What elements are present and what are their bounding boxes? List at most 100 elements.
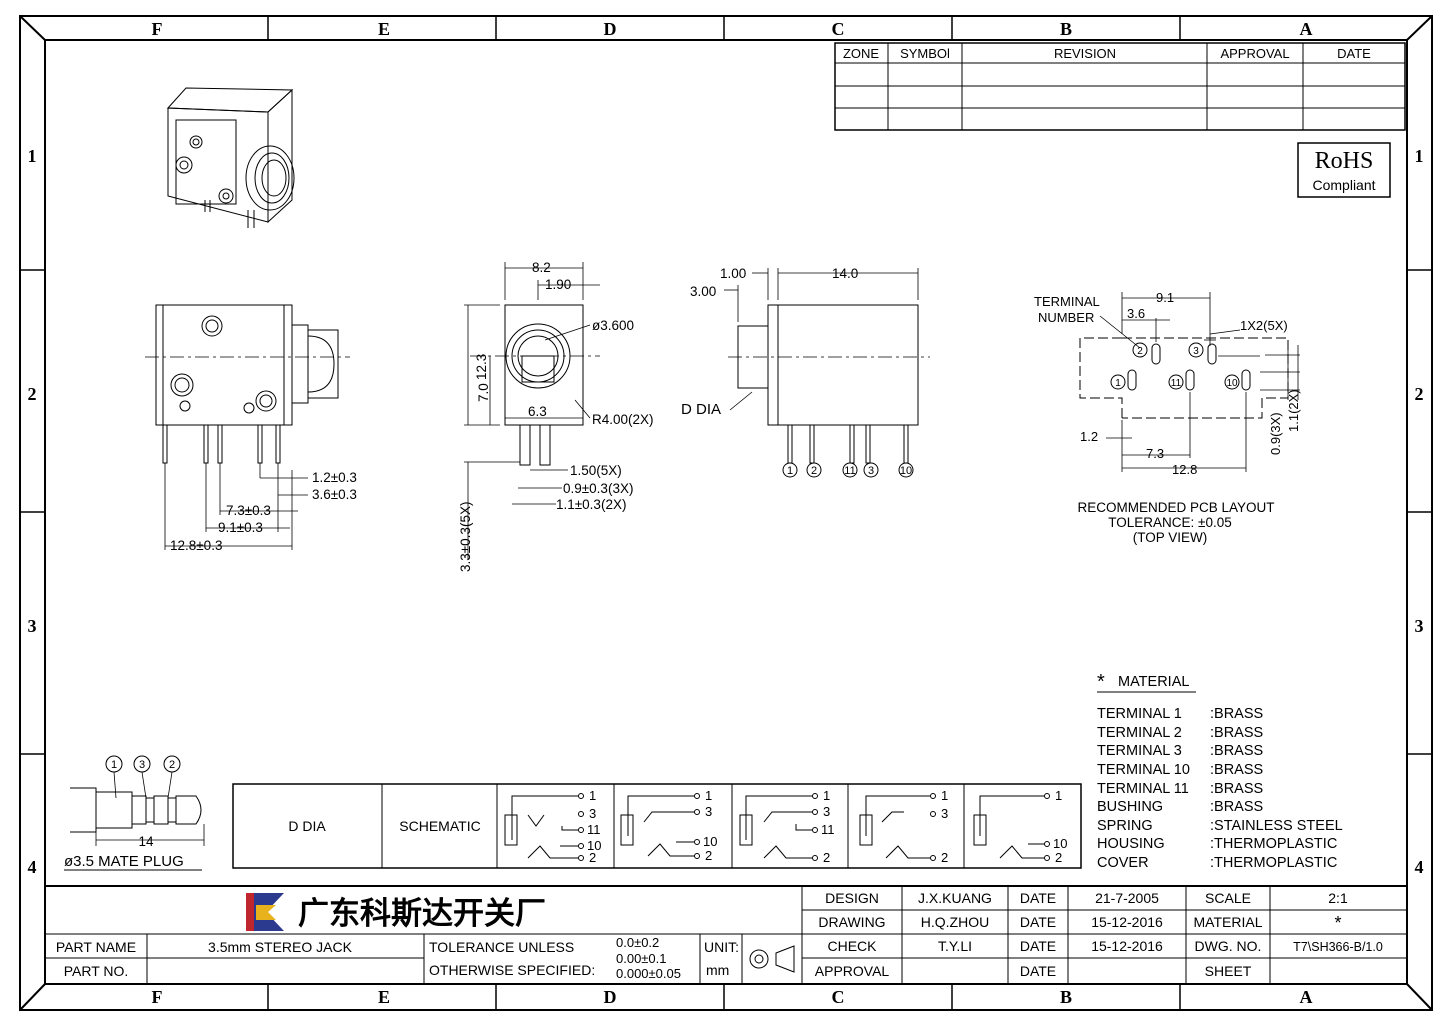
pcb-dim-1-2: 1.2 xyxy=(1080,429,1098,444)
side-pin-1: 1 xyxy=(787,465,793,477)
tb-part-name-label: PART NAME xyxy=(56,939,136,955)
side-view: 1.00 3.00 14.0 D DIA 1 2 11 3 10 xyxy=(681,266,930,478)
sch4-pin-1: 1 xyxy=(941,788,948,803)
company-name: 广东科斯达开关厂 xyxy=(298,896,546,932)
side-d-dia: D DIA xyxy=(681,401,721,418)
sch5-pin-2: 2 xyxy=(1055,850,1062,865)
col-label-top-e: E xyxy=(378,19,390,39)
front-dim-4: 9.1±0.3 xyxy=(218,520,263,535)
schematic-d-dia: D DIA xyxy=(288,818,326,834)
rohs-compliant: Compliant xyxy=(1312,177,1375,193)
sch1-pin-10: 10 xyxy=(587,838,601,853)
material-part-5: TERMINAL 11 xyxy=(1097,781,1189,797)
row-label-left-1: 1 xyxy=(28,146,37,166)
sch1-pin-2: 2 xyxy=(589,850,596,865)
col-label-top-b: B xyxy=(1060,19,1072,39)
face-dim-pin-len: 3.3±0.3(5X) xyxy=(458,502,473,572)
face-dim-height: 12.3 xyxy=(474,354,489,380)
material-value-7: :STAINLESS STEEL xyxy=(1210,818,1343,834)
sch4-pin-2: 2 xyxy=(941,850,948,865)
revision-table: ZONE SYMBOl REVISION APPROVAL DATE xyxy=(834,42,1406,131)
tb-tol-2: OTHERWISE SPECIFIED: xyxy=(429,962,595,978)
col-label-bottom-f: F xyxy=(152,987,163,1007)
plug-length: 14 xyxy=(138,834,154,849)
pcb-dim-slot: 1X2(5X) xyxy=(1240,318,1288,333)
material-list: * MATERIAL TERMINAL 1 :BRASS TERMINAL 2 … xyxy=(1097,671,1343,871)
tb-tol-v2: 0.00±0.1 xyxy=(616,951,667,966)
pcb-pad-11: 11 xyxy=(1171,378,1182,389)
material-value-2: :BRASS xyxy=(1210,725,1263,741)
sch5-pin-10: 10 xyxy=(1053,836,1067,851)
col-label-bottom-d: D xyxy=(604,987,617,1007)
col-label-top-f: F xyxy=(152,19,163,39)
sch2-pin-3: 3 xyxy=(705,804,712,819)
front-dim-1: 1.2±0.3 xyxy=(312,470,357,485)
side-pin-2: 2 xyxy=(811,465,817,477)
tb-design-value: J.X.KUANG xyxy=(918,890,992,906)
row-label-right-4: 4 xyxy=(1415,857,1424,877)
side-pin-10: 10 xyxy=(900,465,912,477)
pcb-number-label: NUMBER xyxy=(1038,310,1094,325)
tb-unit-value: mm xyxy=(706,962,729,978)
sch2-pin-2: 2 xyxy=(705,848,712,863)
tb-part-name-value: 3.5mm STEREO JACK xyxy=(208,939,353,955)
tb-dwg-label: DWG. NO. xyxy=(1195,938,1262,954)
material-value-6: :BRASS xyxy=(1210,799,1263,815)
material-value-3: :BRASS xyxy=(1210,743,1263,759)
face-dim-center: 7.0 xyxy=(476,383,491,402)
tb-drawing-label: DRAWING xyxy=(818,914,885,930)
material-part-2: TERMINAL 2 xyxy=(1097,725,1182,741)
face-dim-pin-t: 0.9±0.3(3X) xyxy=(563,481,633,496)
company-logo xyxy=(246,893,284,931)
side-pin-11: 11 xyxy=(844,465,855,477)
face-dim-width: 8.2 xyxy=(532,260,551,275)
pcb-pad-1: 1 xyxy=(1115,378,1121,389)
drawing-frame: F E D C B A F E D C B A 1 2 3 4 1 2 3 4 xyxy=(19,15,1433,1011)
material-part-4: TERMINAL 10 xyxy=(1097,762,1190,778)
sch2-pin-1: 1 xyxy=(705,788,712,803)
side-dim-length: 14.0 xyxy=(832,266,858,281)
material-heading: MATERIAL xyxy=(1118,674,1189,690)
row-label-left-4: 4 xyxy=(28,857,37,877)
row-label-left-3: 3 xyxy=(28,616,37,636)
sch4-pin-3: 3 xyxy=(941,806,948,821)
pcb-dim-12-8: 12.8 xyxy=(1172,462,1197,477)
face-dim-offset: 1.90 xyxy=(545,277,571,292)
pcb-layout: TERMINAL NUMBER 9.1 3.6 1X2(5X) 1.2 7.3 … xyxy=(1034,290,1301,545)
pcb-pad-3: 3 xyxy=(1193,346,1199,357)
material-part-7: SPRING xyxy=(1097,818,1153,834)
material-value-9: :THERMOPLASTIC xyxy=(1210,855,1337,871)
tb-approval-label: APPROVAL xyxy=(815,963,890,979)
col-label-bottom-b: B xyxy=(1060,987,1072,1007)
tb-date-1: 21-7-2005 xyxy=(1095,890,1159,906)
tb-scale-label: SCALE xyxy=(1205,890,1251,906)
material-asterisk: * xyxy=(1097,671,1105,693)
sch2-pin-10: 10 xyxy=(703,834,717,849)
row-label-right-2: 2 xyxy=(1415,384,1424,404)
plug-caption: ø3.5 MATE PLUG xyxy=(64,853,184,870)
sch5-pin-1: 1 xyxy=(1055,788,1062,803)
plug-label-1: 1 xyxy=(111,759,117,771)
sch3-pin-2: 2 xyxy=(823,850,830,865)
pcb-terminal-label: TERMINAL xyxy=(1034,294,1100,309)
front-dim-5: 12.8±0.3 xyxy=(170,538,222,553)
front-dim-3: 7.3±0.3 xyxy=(226,503,271,518)
material-value-4: :BRASS xyxy=(1210,762,1263,778)
schematic-label: SCHEMATIC xyxy=(399,818,480,834)
tb-date-label-2: DATE xyxy=(1020,914,1056,930)
rev-header-approval: APPROVAL xyxy=(1220,46,1289,61)
material-part-9: COVER xyxy=(1097,855,1149,871)
tb-dwg-value: T7\SH366-B/1.0 xyxy=(1293,940,1383,954)
projection-symbol-icon xyxy=(749,945,795,973)
col-label-bottom-c: C xyxy=(832,987,845,1007)
sch1-pin-3: 3 xyxy=(589,806,596,821)
material-part-6: BUSHING xyxy=(1097,799,1163,815)
face-dim-bore: ø3.600 xyxy=(592,318,634,333)
isometric-view xyxy=(166,87,295,228)
side-dim-3: 3.00 xyxy=(690,284,716,299)
face-dim-radius: R4.00(2X) xyxy=(592,412,654,427)
tb-date-label-3: DATE xyxy=(1020,938,1056,954)
face-view: 8.2 1.90 ø3.600 12.3 7.0 6.3 R4.00(2X) 1… xyxy=(458,260,654,572)
tb-date-3: 15-12-2016 xyxy=(1091,938,1163,954)
